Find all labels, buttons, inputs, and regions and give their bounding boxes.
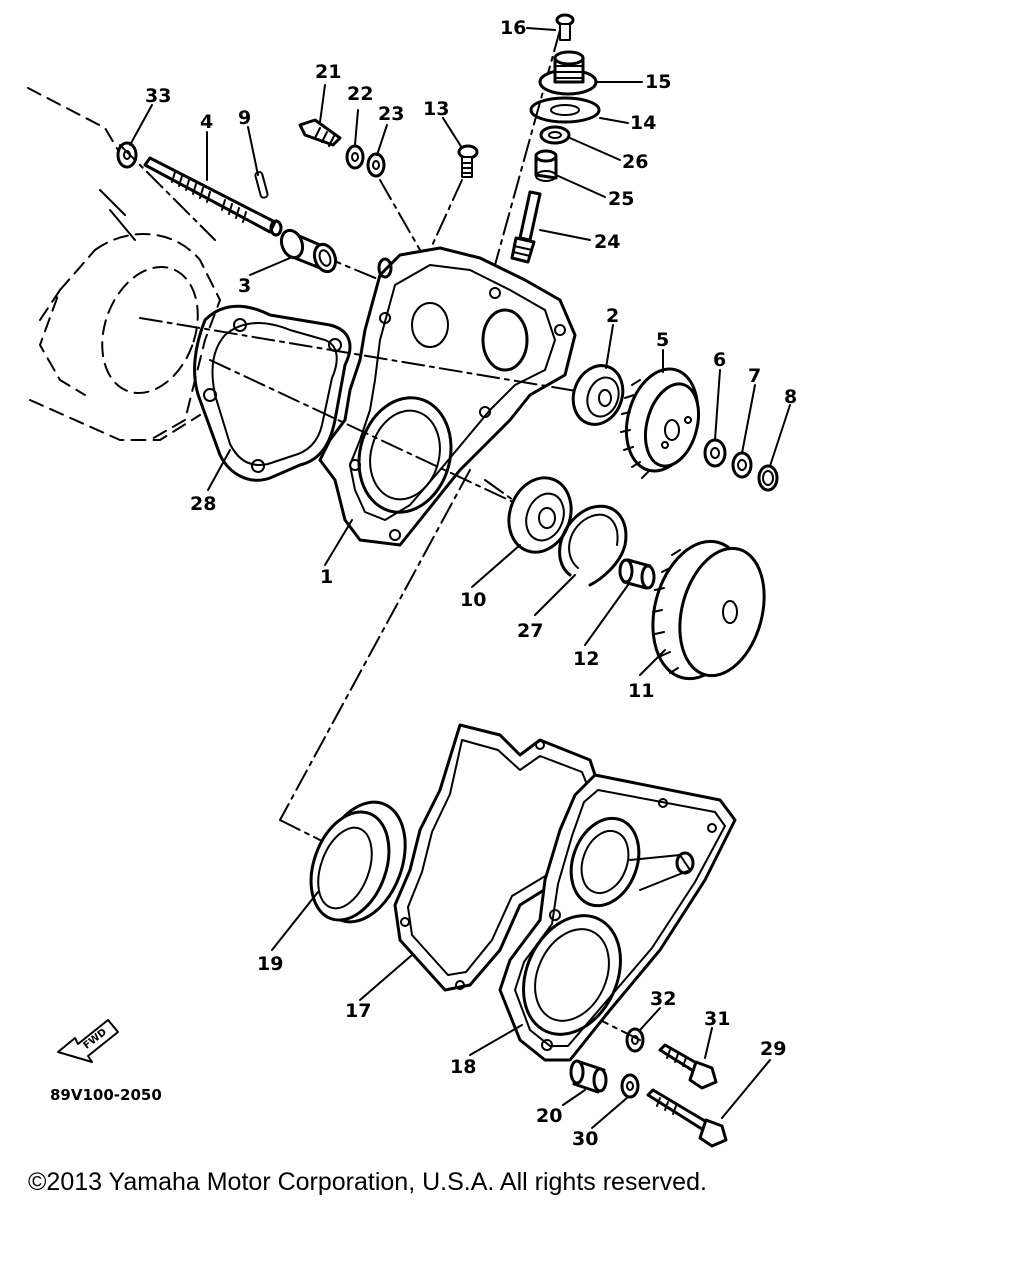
label-32: 32: [650, 988, 676, 1010]
part-24-gear-shaft: [510, 190, 542, 264]
part-31-bolt: [658, 1043, 718, 1090]
label-29: 29: [760, 1038, 786, 1060]
part-10-bearing: [507, 476, 573, 554]
label-2: 2: [606, 305, 619, 327]
label-26: 26: [622, 151, 648, 173]
part-19-oil-seal: [309, 800, 407, 924]
part-8-circlip: [757, 464, 779, 492]
part-21-bolt: [298, 118, 342, 147]
part-13-screw: [457, 144, 479, 178]
forward-arrow-icon: FWD: [57, 1019, 119, 1063]
label-19: 19: [257, 953, 283, 975]
label-3: 3: [238, 275, 251, 297]
part-22-washer: [345, 144, 365, 170]
part-2-bearing: [571, 364, 625, 426]
part-33-washer: [116, 141, 138, 169]
label-28: 28: [190, 493, 216, 515]
center-lines: [119, 29, 641, 1041]
label-31: 31: [704, 1008, 730, 1030]
part-18-cover: [498, 773, 737, 1062]
label-8: 8: [784, 386, 797, 408]
label-30: 30: [572, 1128, 598, 1150]
part-29-bolt: [646, 1088, 728, 1148]
part-11-gear: [651, 539, 766, 681]
label-33: 33: [145, 85, 171, 107]
part-1-housing: [318, 246, 577, 547]
label-7: 7: [748, 365, 761, 387]
part-6-washer: [703, 438, 727, 468]
part-5-gear: [620, 367, 700, 479]
label-6: 6: [713, 349, 726, 371]
label-12: 12: [573, 648, 599, 670]
part-27-ring: [558, 504, 628, 587]
label-21: 21: [315, 61, 341, 83]
label-11: 11: [628, 680, 654, 702]
part-9-pin: [254, 171, 269, 199]
part-32-washer: [625, 1027, 645, 1053]
label-17: 17: [345, 1000, 371, 1022]
part-12-pin: [618, 558, 656, 590]
label-1: 1: [320, 566, 333, 588]
part-16-screw: [555, 13, 575, 41]
label-13: 13: [423, 98, 449, 120]
part-20-dowel: [569, 1059, 608, 1094]
label-27: 27: [517, 620, 543, 642]
label-4: 4: [200, 111, 213, 133]
part-30-washer: [620, 1073, 640, 1099]
label-24: 24: [594, 231, 620, 253]
leader-lines: [129, 27, 791, 1129]
part-labels: 1 2 3 4 5 6 7 8 9 10 11 12 13 14 15 16 1…: [145, 17, 797, 1150]
label-5: 5: [656, 329, 669, 351]
part-3-bushing: [279, 228, 338, 274]
label-16: 16: [500, 17, 526, 39]
label-9: 9: [238, 107, 251, 129]
label-18: 18: [450, 1056, 476, 1078]
label-20: 20: [536, 1105, 562, 1127]
label-10: 10: [460, 589, 486, 611]
part-28-gasket: [193, 304, 352, 482]
label-25: 25: [608, 188, 634, 210]
label-22: 22: [347, 83, 373, 105]
exploded-parts-diagram: 1 2 3 4 5 6 7 8 9 10 11 12 13 14 15 16 1…: [27, 13, 797, 1150]
label-14: 14: [630, 112, 656, 134]
part-15-flange: [538, 50, 598, 96]
part-26-ring: [539, 125, 571, 145]
engine-case-outline: [27, 87, 221, 441]
part-17-gasket: [393, 723, 602, 992]
label-15: 15: [645, 71, 671, 93]
part-23-washer: [366, 152, 386, 178]
part-14-gasket: [529, 96, 601, 124]
part-7-washer: [731, 451, 753, 479]
copyright-notice: ©2013 Yamaha Motor Corporation, U.S.A. A…: [28, 1168, 707, 1196]
part-25-bush: [534, 149, 558, 182]
part-4-shaft: [143, 156, 283, 237]
drawing-code: 89V100-2050: [50, 1086, 162, 1104]
label-23: 23: [378, 103, 404, 125]
